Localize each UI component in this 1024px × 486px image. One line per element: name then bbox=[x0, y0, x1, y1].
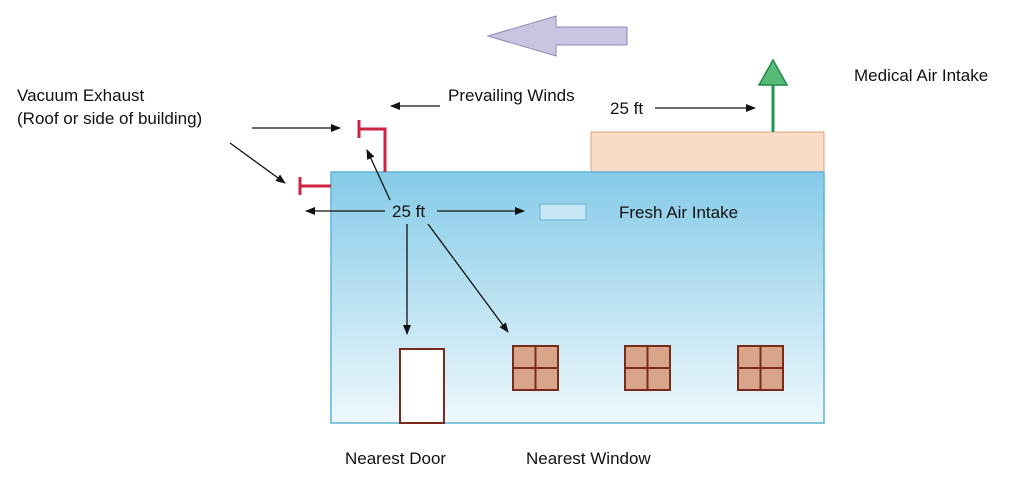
vacuum-exhaust-label: Vacuum Exhaust bbox=[17, 86, 145, 105]
roof-annex bbox=[590, 131, 825, 173]
window bbox=[737, 345, 784, 391]
nearest-door-shape bbox=[399, 348, 445, 424]
nearest-window-label: Nearest Window bbox=[526, 449, 651, 468]
window bbox=[512, 345, 559, 391]
distance-arrow-to-window bbox=[427, 223, 509, 333]
side-distance-label: 25 ft bbox=[392, 202, 425, 221]
prevailing-winds-label: Prevailing Winds bbox=[448, 86, 575, 105]
intake-cap-icon bbox=[757, 58, 789, 86]
vacuum-exhaust-sublabel: (Roof or side of building) bbox=[17, 109, 202, 128]
wind-direction-arrow-icon bbox=[486, 15, 628, 57]
leader-arrow-side-exhaust bbox=[229, 142, 286, 184]
medical-air-intake-label: Medical Air Intake bbox=[854, 66, 988, 85]
fresh-air-vent bbox=[539, 203, 587, 221]
window bbox=[624, 345, 671, 391]
roof-exhaust-pipe bbox=[359, 127, 387, 172]
roof-distance-label: 25 ft bbox=[610, 99, 643, 118]
distance-arrow-to-roof-exhaust bbox=[366, 149, 391, 201]
nearest-door-label: Nearest Door bbox=[345, 449, 446, 468]
fresh-air-intake-label: Fresh Air Intake bbox=[619, 203, 738, 222]
